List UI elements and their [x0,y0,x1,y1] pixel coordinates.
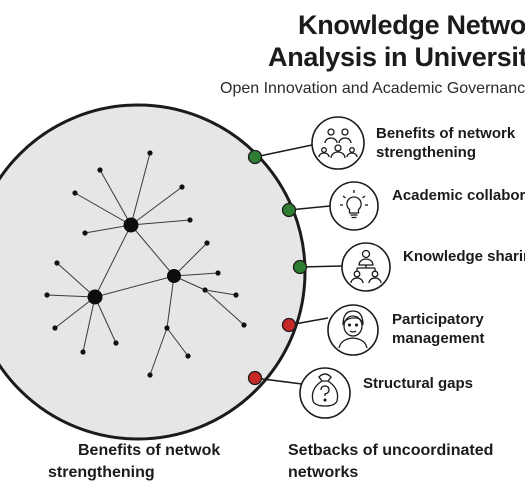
item-label-structural-gaps: Structural gaps [363,374,473,393]
item-label-academic-collaboration: Academic collabora [392,186,525,205]
item-label-line: Benefits of network [376,125,516,142]
page-subtitle: Open Innovation and Academic Governance [220,80,525,97]
caption-setbacks: Setbacks of uncoordinated networks [288,440,493,484]
item-label-line: strengthening [376,144,476,161]
caption-line: Benefits of netwok [78,442,221,459]
item-label-participatory-management: Participatory management [392,310,485,348]
icon-circle-participatory [327,304,379,356]
hub-node [87,289,103,305]
item-label-line: management [392,330,485,347]
icon-circle-collaboration [329,181,379,231]
status-node-positive [292,259,308,275]
hierarchy-people-icon [350,249,382,284]
hub-node [167,269,181,283]
network-hubs [87,217,181,305]
status-node-negative [281,317,297,333]
question-bag-icon [311,373,339,407]
network-nodes [44,150,247,378]
hub-node [123,217,139,233]
person-face-icon [338,310,368,349]
item-label-network-benefits: Benefits of network strengthening [376,124,515,162]
caption-line: networks [288,464,359,481]
caption-line: strengthening [48,464,155,481]
page-title-line-1: Knowledge Network [298,10,525,40]
icon-circle-network-benefits [311,116,365,170]
caption-benefits: Benefits of netwok strengthening [48,440,221,484]
page-title-line-2: Analysis in Universitie [268,42,525,72]
status-node-positive [247,149,263,165]
item-label-line: Participatory [392,311,484,328]
status-node-positive [281,202,297,218]
caption-line: Setbacks of uncoordinated [288,442,494,459]
item-label-line: Structural gaps [363,375,474,392]
lightbulb-icon [340,190,368,219]
icon-circle-structural-gaps [299,367,351,419]
status-node-negative [247,370,263,386]
item-label-line: Academic collabora [392,187,525,204]
item-label-line: Knowledge sharir [403,248,525,265]
people-network-icon [318,128,358,159]
item-label-knowledge-sharing: Knowledge sharir [403,247,525,266]
network-edges [46,152,245,376]
